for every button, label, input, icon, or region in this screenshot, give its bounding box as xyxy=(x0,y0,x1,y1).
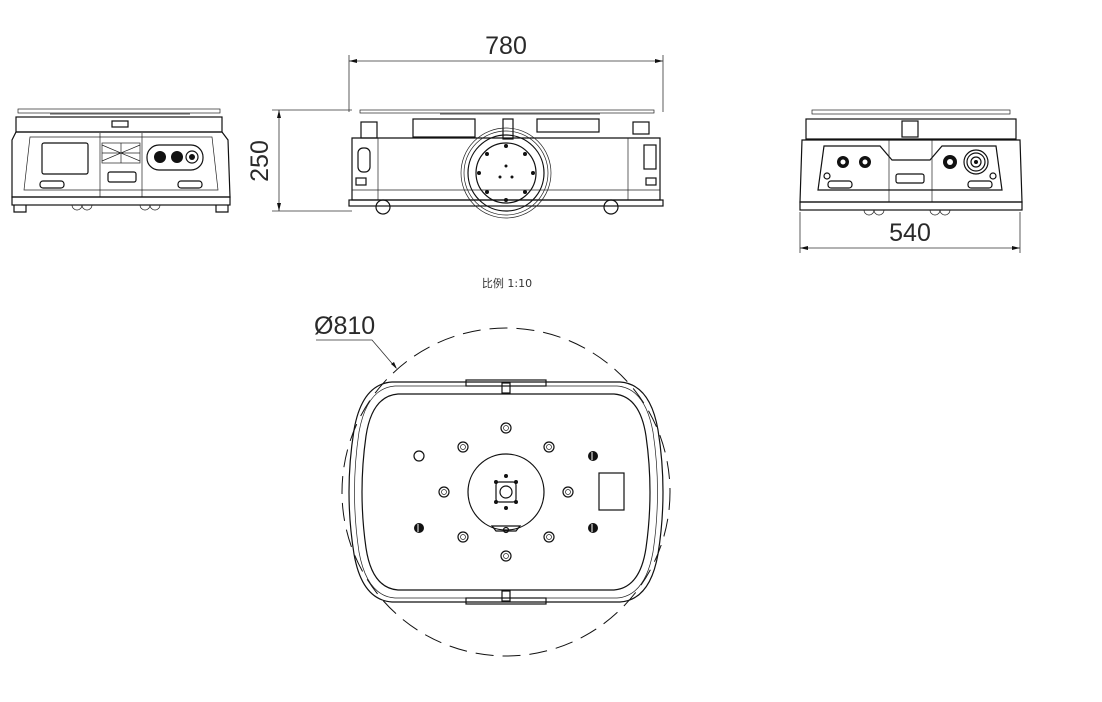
center-coupling xyxy=(494,474,518,510)
logo-plate xyxy=(895,173,925,184)
scale-label: 比例 1:10 xyxy=(482,276,532,290)
rear-view xyxy=(799,109,1023,216)
rotation-envelope-circle xyxy=(341,327,671,657)
vent-grille-icon xyxy=(101,142,141,164)
diameter-dimension-label: Ø810 xyxy=(314,312,375,340)
height-dimension-label: 250 xyxy=(246,140,274,182)
top-view xyxy=(341,327,671,657)
drive-wheel xyxy=(460,127,552,219)
logo-plate xyxy=(107,171,137,183)
length-dimension: 780 xyxy=(348,32,664,112)
front-view xyxy=(11,108,231,213)
side-view xyxy=(348,109,664,219)
access-panel xyxy=(598,472,625,511)
width-dimension-label: 540 xyxy=(889,219,931,247)
diameter-dimension: Ø810 xyxy=(314,312,397,369)
mounting-bolts xyxy=(438,422,574,562)
height-dimension: 250 xyxy=(246,109,352,212)
width-dimension: 540 xyxy=(799,212,1021,253)
length-dimension-label: 780 xyxy=(485,32,527,60)
